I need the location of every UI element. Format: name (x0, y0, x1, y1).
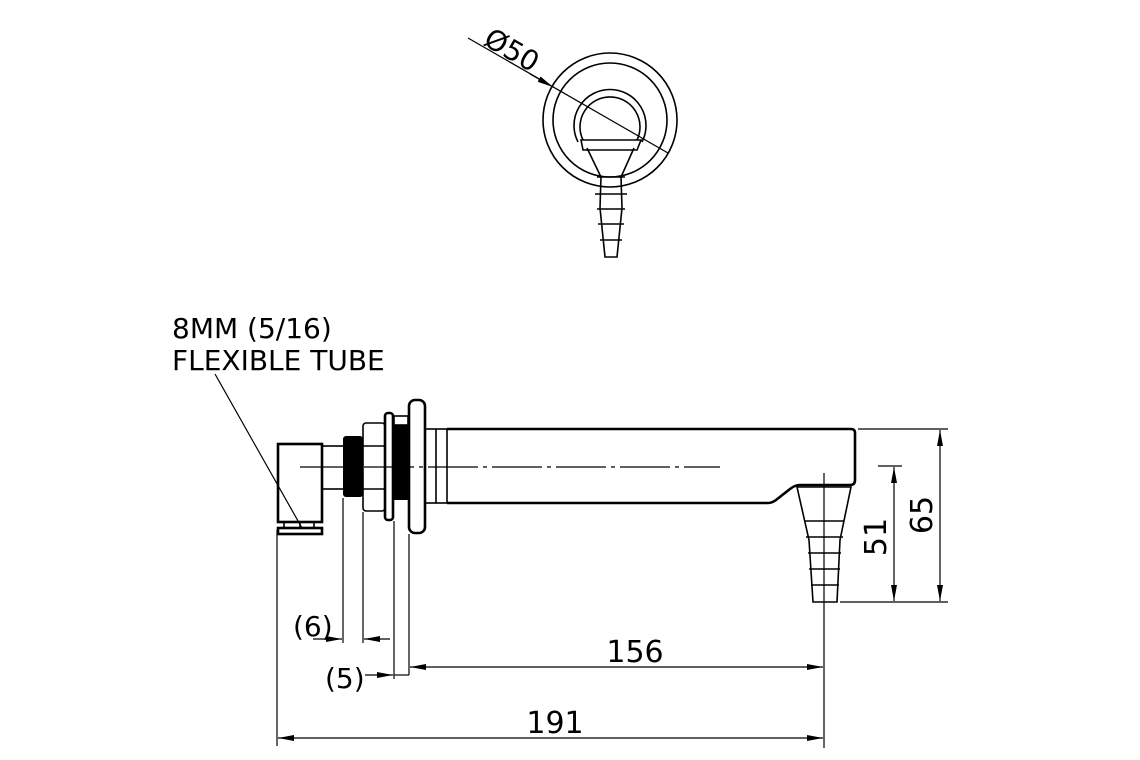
thread-2 (394, 425, 409, 500)
dimensions: 51 65 (6) (5) 156 191 (276, 428, 948, 746)
spout-outer-ring (573, 88, 647, 143)
spout-tube (447, 427, 857, 505)
dim-65: 65 (905, 496, 940, 534)
callout-leader (214, 373, 303, 529)
top-view: Ø50 (467, 21, 678, 258)
diameter-label: Ø50 (479, 21, 545, 78)
dim-6: (6) (293, 610, 333, 643)
dim-51: 51 (859, 518, 894, 556)
callout-line-2: FLEXIBLE TUBE (172, 344, 385, 377)
elbow-base (276, 526, 324, 536)
callout-line-1: 8MM (5/16) (172, 312, 332, 345)
dim-5: (5) (325, 662, 365, 695)
side-view: 8MM (5/16) FLEXIBLE TUBE (172, 312, 857, 748)
spout-inner-ring (579, 96, 641, 141)
diameter-leader (467, 37, 669, 154)
dim-156: 156 (606, 635, 663, 670)
thread-1 (343, 436, 363, 497)
dim-191: 191 (526, 706, 583, 741)
outer-flange-circle (542, 52, 678, 188)
hose-barb-top (580, 139, 643, 258)
elbow-fitting (276, 442, 324, 524)
